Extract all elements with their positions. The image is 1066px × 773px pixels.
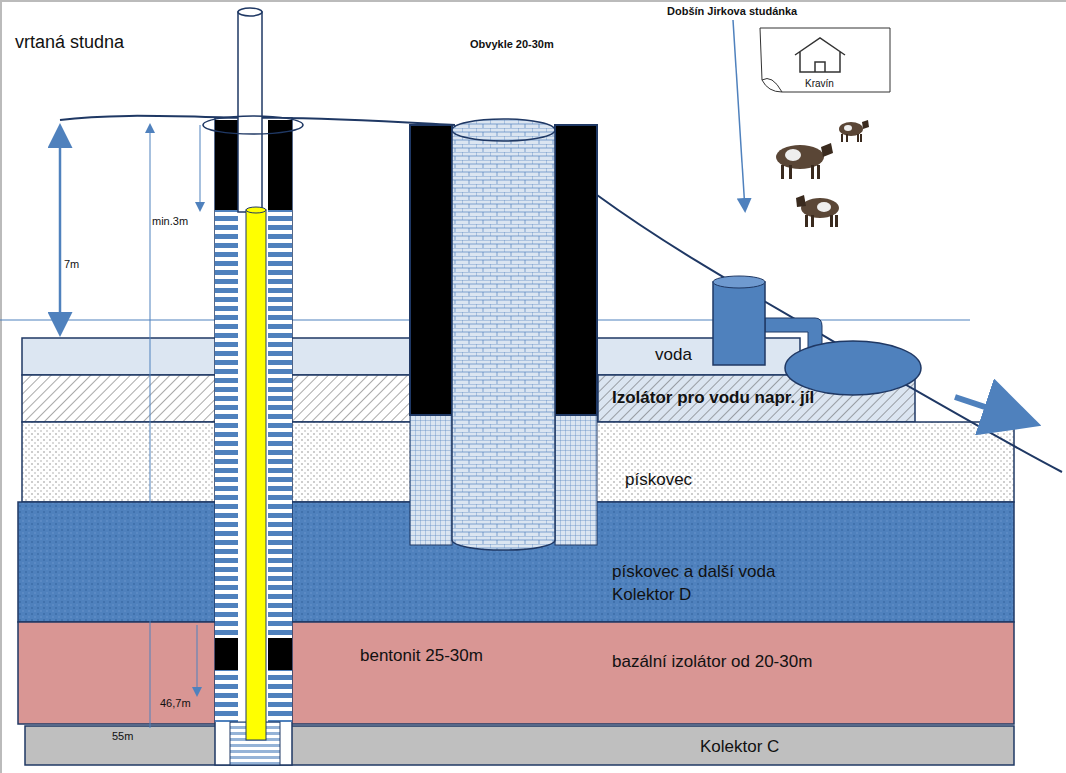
layer-text: Kravín [805,78,834,90]
layer-text: bazální izolátor od 20-30m [612,652,812,672]
layer-text: Kolektor D [612,585,691,605]
barn-icon [760,28,890,92]
dimension: 55m [112,730,133,743]
layer-text: bentonit 25-30m [360,646,483,666]
sandstone-layer: pískovec [22,422,1014,502]
layer-text: Izolátor pro vodu napr. jíl [612,388,814,408]
cows [776,120,869,227]
barn-box: Kravín [760,28,890,92]
well-title: vrtaná studna [15,32,124,53]
dimension: min.3m [152,215,188,228]
depth-note: Obvykle 20-30m [470,38,554,51]
clay-insulator-layer: Izolátor pro vodu napr. jíl [22,375,915,422]
layer-text: pískovec [625,470,692,490]
dimension: 46,7m [160,697,191,710]
layer-text: Kolektor C [700,737,779,757]
dimension: 7m [64,258,79,271]
aquifer-c-layer: Kolektor C [25,726,1014,765]
layer-text: pískovec a další voda [612,562,775,582]
aquifer-d-layer: pískovec a další vodaKolektor D [18,502,1014,622]
drilled-well [203,8,303,765]
layer-text: voda [655,345,692,365]
dug-well [410,119,597,550]
water-layer: voda [22,338,800,375]
spring-name: Dobšín Jirkova studánka [667,5,797,18]
